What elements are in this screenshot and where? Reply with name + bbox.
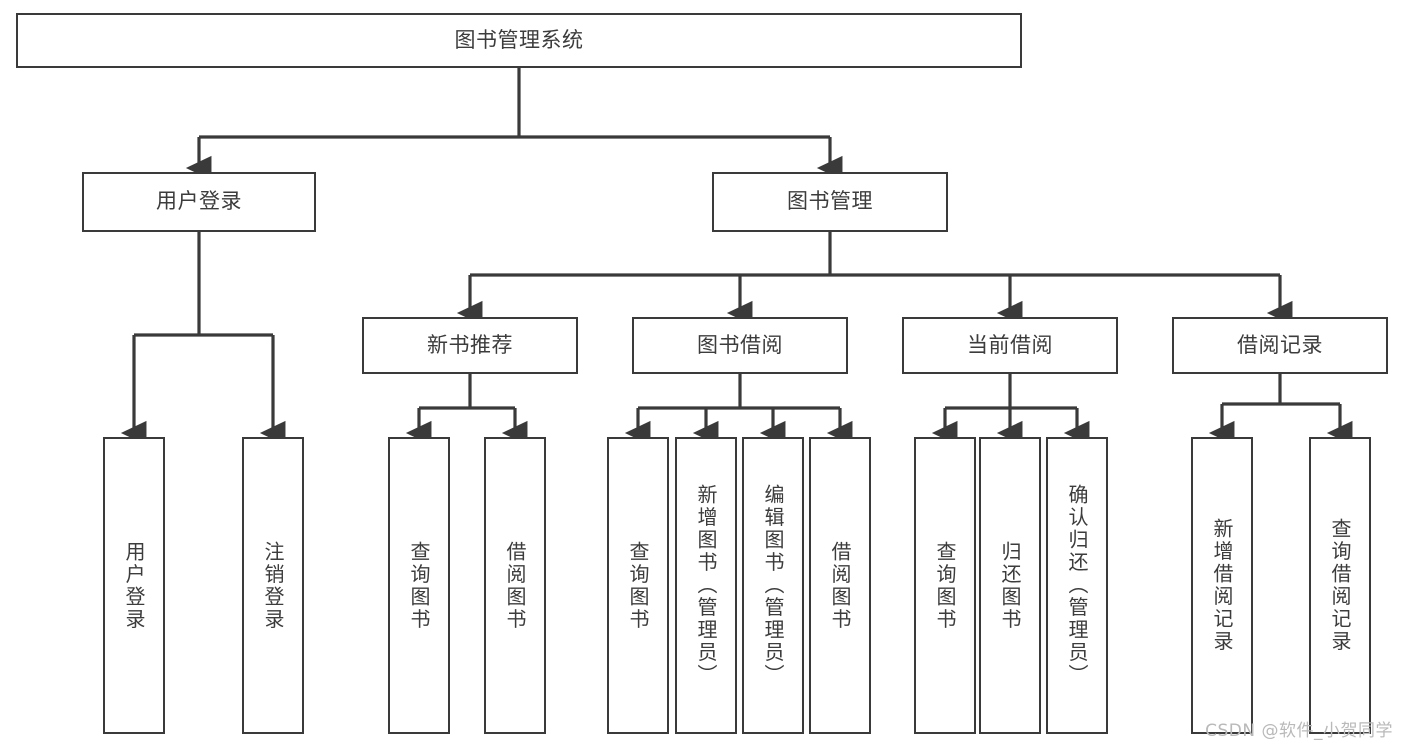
leaf-node-borrow-book-label: 借阅图书 xyxy=(828,540,852,631)
node-current-borrow-label: 当前借阅 xyxy=(967,332,1053,357)
leaf-node-edit-book-admin[interactable]: 编辑图书（管理员） xyxy=(742,437,804,734)
leaf-node-query-book-newbook[interactable]: 查询图书 xyxy=(388,437,450,734)
leaf-node-user-login[interactable]: 用户登录 xyxy=(103,437,165,734)
leaf-node-add-borrow-record[interactable]: 新增借阅记录 xyxy=(1191,437,1253,734)
leaf-node-confirm-return-admin[interactable]: 确认归还（管理员） xyxy=(1046,437,1108,734)
leaf-node-query-book-current-label: 查询图书 xyxy=(933,540,957,631)
node-borrow-records-label: 借阅记录 xyxy=(1237,332,1323,357)
node-user-login-label: 用户登录 xyxy=(156,189,242,214)
leaf-node-add-book-admin-label: 新增图书（管理员） xyxy=(694,484,718,687)
leaf-node-borrow-book[interactable]: 借阅图书 xyxy=(809,437,871,734)
leaf-node-logout-label: 注销登录 xyxy=(261,540,285,631)
leaf-node-query-book-borrow[interactable]: 查询图书 xyxy=(607,437,669,734)
leaf-node-return-book[interactable]: 归还图书 xyxy=(979,437,1041,734)
node-book-management[interactable]: 图书管理 xyxy=(712,172,948,232)
leaf-node-borrow-book-newbook[interactable]: 借阅图书 xyxy=(484,437,546,734)
leaf-node-confirm-return-admin-label: 确认归还（管理员） xyxy=(1065,484,1089,687)
leaf-node-borrow-book-newbook-label: 借阅图书 xyxy=(503,540,527,631)
node-book-borrow[interactable]: 图书借阅 xyxy=(632,317,848,374)
node-current-borrow[interactable]: 当前借阅 xyxy=(902,317,1118,374)
node-book-borrow-label: 图书借阅 xyxy=(697,332,783,357)
leaf-node-query-borrow-record-label: 查询借阅记录 xyxy=(1328,518,1352,653)
leaf-node-query-book-current[interactable]: 查询图书 xyxy=(914,437,976,734)
leaf-node-user-login-label: 用户登录 xyxy=(122,540,146,631)
leaf-node-edit-book-admin-label: 编辑图书（管理员） xyxy=(761,484,785,687)
node-user-login[interactable]: 用户登录 xyxy=(82,172,316,232)
node-new-book-recommend-label: 新书推荐 xyxy=(427,332,513,357)
leaf-node-add-borrow-record-label: 新增借阅记录 xyxy=(1210,518,1234,653)
node-book-management-label: 图书管理 xyxy=(787,189,873,214)
csdn-watermark: CSDN @软件_小贺同学 xyxy=(1205,721,1393,741)
leaf-node-return-book-label: 归还图书 xyxy=(998,540,1022,631)
node-borrow-records[interactable]: 借阅记录 xyxy=(1172,317,1388,374)
node-root-label: 图书管理系统 xyxy=(454,27,584,52)
leaf-node-add-book-admin[interactable]: 新增图书（管理员） xyxy=(675,437,737,734)
leaf-node-logout[interactable]: 注销登录 xyxy=(242,437,304,734)
leaf-node-query-book-borrow-label: 查询图书 xyxy=(626,540,650,631)
leaf-node-query-borrow-record[interactable]: 查询借阅记录 xyxy=(1309,437,1371,734)
leaf-node-query-book-newbook-label: 查询图书 xyxy=(407,540,431,631)
node-new-book-recommend[interactable]: 新书推荐 xyxy=(362,317,578,374)
node-root[interactable]: 图书管理系统 xyxy=(16,13,1022,68)
